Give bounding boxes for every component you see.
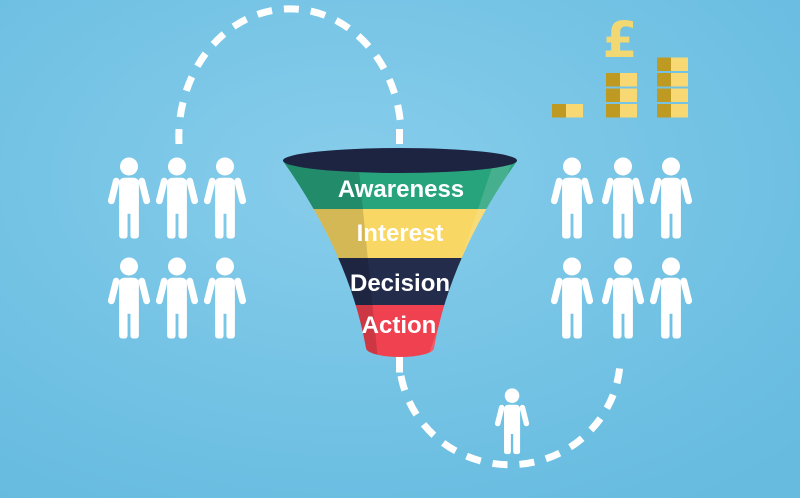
- funnel-mouth: [283, 148, 517, 173]
- coin-icon: [606, 104, 637, 118]
- coin-icon: [552, 104, 583, 118]
- coin-icon: [606, 88, 637, 102]
- coin-icon: [657, 57, 688, 71]
- funnel-label-awareness: Awareness: [338, 176, 464, 203]
- coin-stacks: £: [552, 11, 688, 118]
- pound-symbol: £: [603, 11, 638, 69]
- flow-arc-left: [175, 5, 405, 145]
- coin-icon: [657, 88, 688, 102]
- funnel-label-decision: Decision: [350, 270, 450, 297]
- coin-icon: [606, 73, 637, 87]
- funnel-label-interest: Interest: [357, 220, 444, 247]
- coin-icon: [657, 73, 688, 87]
- coin-icon: [657, 104, 688, 118]
- flow-arc-bottom: [396, 363, 624, 469]
- funnel-label-action: Action: [362, 312, 437, 339]
